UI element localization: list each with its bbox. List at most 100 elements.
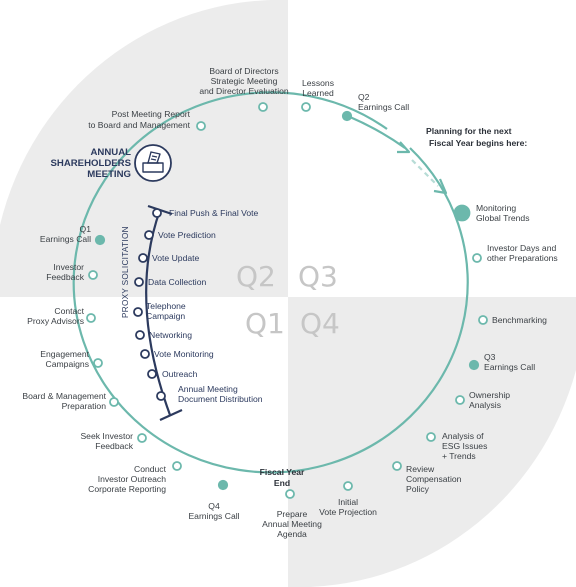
cycle-label-conduct-investor-outreach-line: Investor Outreach — [98, 474, 167, 484]
cycle-label-conduct-investor-outreach-line: Conduct — [134, 464, 167, 474]
quarter-label-q3: Q3 — [298, 260, 338, 293]
cycle-label-seek-investor-feedback-line: Feedback — [95, 441, 133, 451]
cycle-label-engagement-campaigns-line: Engagement — [40, 349, 89, 359]
planning-note-line1: Planning for the next — [426, 126, 512, 136]
dot-q4-earnings-call — [217, 479, 229, 491]
dot-investor-feedback — [88, 270, 98, 280]
planning-dashed-connector — [411, 159, 439, 187]
quarter-label-q4: Q4 — [300, 307, 340, 340]
cycle-arrow-head — [397, 141, 411, 154]
cycle-label-seek-investor-feedback-line: Seek Investor — [80, 431, 133, 441]
proxy-dot-data-collection — [134, 277, 144, 287]
cycle-label-board-management-preparation-line: Board & Management — [22, 391, 106, 401]
proxy-step-vote-prediction: Vote Prediction — [158, 230, 216, 240]
cycle-label-lessons-learned-line: Lessons — [302, 78, 334, 88]
cycle-label-analysis-esg-line: Analysis of — [442, 431, 484, 441]
cycle-label-initial-vote-projection-line: Vote Projection — [319, 507, 377, 517]
cycle-label-q4-earnings-call-line: Q4 — [208, 501, 220, 511]
proxy-step-annual-meeting-document-distribution-line: Annual Meeting — [178, 384, 238, 394]
proxy-step-annual-meeting-document-distribution-line: Document Distribution — [178, 394, 263, 404]
proxy-step-dots — [133, 208, 166, 401]
proxy-step-final-push: Final Push & Final Vote — [169, 208, 259, 218]
cycle-label-board-of-directors-line: and Director Evaluation — [199, 86, 289, 96]
proxy-step-outreach: Outreach — [162, 369, 198, 379]
dot-prepare-annual-meeting-agenda — [285, 489, 295, 499]
cycle-ring — [72, 91, 469, 474]
cycle-label-contact-proxy-advisors-line: Contact — [54, 306, 84, 316]
cycle-label-analysis-esg-line: ESG Issues — [442, 441, 487, 451]
proxy-dot-telephone-campaign — [133, 307, 143, 317]
dot-analysis-esg — [426, 432, 436, 442]
proxy-step-data-collection-line: Data Collection — [148, 277, 206, 287]
cycle-label-investor-days-line: other Preparations — [487, 253, 558, 263]
quarter-label-q1: Q1 — [245, 307, 285, 340]
cycle-label-contact-proxy-advisors-line: Proxy Advisors — [27, 316, 84, 326]
dot-engagement-campaigns — [93, 358, 103, 368]
cycle-label-prepare-annual-meeting-agenda-line: Prepare — [277, 509, 308, 519]
cycle-label-post-meeting-report-line: to Board and Management — [88, 120, 190, 130]
dot-seek-investor-feedback — [137, 433, 147, 443]
proxy-step-final-push-line: Final Push & Final Vote — [169, 208, 259, 218]
cycle-label-investor-feedback-line: Feedback — [46, 272, 84, 282]
dot-initial-vote-projection — [343, 481, 353, 491]
dot-monitoring-global-trends — [453, 204, 471, 222]
cycle-label-review-compensation-policy-line: Compensation — [406, 474, 462, 484]
dot-q3-earnings-call — [468, 359, 480, 371]
proxy-solicitation-curve — [145, 209, 172, 416]
dot-lessons-learned — [301, 102, 311, 112]
cycle-label-engagement-campaigns-line: Campaigns — [46, 359, 89, 369]
proxy-dot-vote-update — [138, 253, 148, 263]
dot-review-compensation-policy — [392, 461, 402, 471]
cycle-label-prepare-annual-meeting-agenda-line: Annual Meeting — [262, 519, 322, 529]
proxy-dot-annual-meeting-document-distribution — [156, 391, 166, 401]
proxy-step-telephone-campaign-line: Telephone — [146, 301, 186, 311]
cycle-label-analysis-esg-line: + Trends — [442, 451, 476, 461]
proxy-step-networking-line: Networking — [149, 330, 192, 340]
proxy-step-vote-update: Vote Update — [152, 253, 200, 263]
annual-meeting-label-line3: MEETING — [87, 169, 131, 180]
cycle-label-board-of-directors-line: Board of Directors — [209, 66, 278, 76]
cycle-label-benchmarking-line: Benchmarking — [492, 315, 547, 325]
cycle-label-investor-feedback-line: Investor — [53, 262, 84, 272]
proxy-step-vote-update-line: Vote Update — [152, 253, 200, 263]
cycle-label-monitoring-global-trends-line: Global Trends — [476, 213, 530, 223]
cycle-label-q4-earnings-call-line: Earnings Call — [188, 511, 239, 521]
cycle-label-q2-earnings-call-line: Earnings Call — [358, 102, 409, 112]
cycle-milestone-dots — [86, 102, 488, 499]
annual-meeting-label-line1: ANNUAL — [90, 147, 131, 158]
annual-meeting-label-line2: SHAREHOLDERS — [51, 158, 132, 169]
cycle-label-investor-days-line: Investor Days and — [487, 243, 556, 253]
quarter-label-q2: Q2 — [236, 260, 276, 293]
cycle-label-q3-earnings-call-line: Earnings Call — [484, 362, 535, 372]
cycle-label-post-meeting-report-line: Post Meeting Report — [112, 109, 191, 119]
q4-quadrant-background — [288, 297, 576, 587]
dot-q2-earnings-call — [341, 110, 353, 122]
cycle-label-review-compensation-policy-line: Policy — [406, 484, 430, 494]
cycle-label-review-compensation-policy-line: Review — [406, 464, 435, 474]
cycle-label-q1-earnings-call-line: Q1 — [80, 224, 92, 234]
proxy-step-vote-prediction-line: Vote Prediction — [158, 230, 216, 240]
planning-arrow-head — [433, 178, 448, 195]
cycle-label-prepare-annual-meeting-agenda-line: Agenda — [277, 529, 307, 539]
fiscal-year-end-line1: Fiscal Year — [260, 467, 305, 477]
